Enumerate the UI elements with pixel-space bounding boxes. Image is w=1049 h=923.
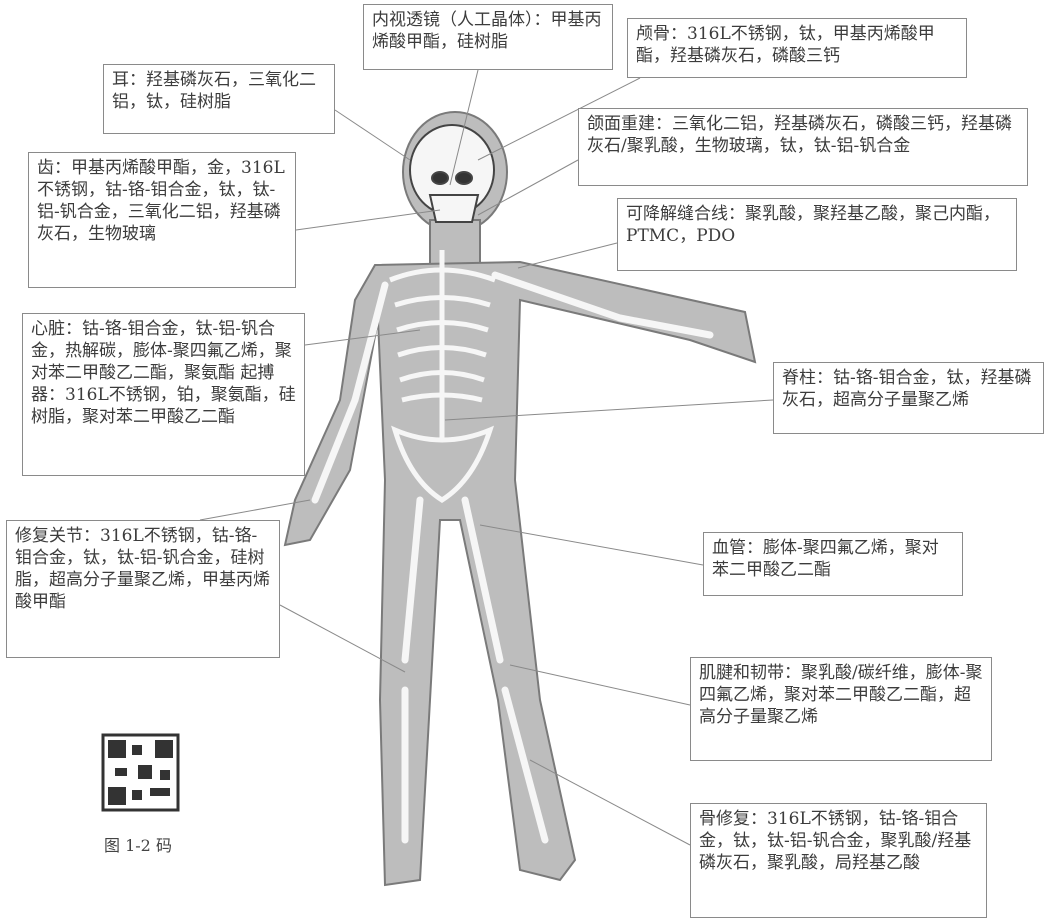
leader-teeth: [296, 210, 440, 230]
label-ear: 耳：羟基磷灰石，三氧化二铝，钛，硅树脂: [103, 64, 335, 134]
label-tendons: 肌腱和韧带：聚乳酸/碳纤维，膨体-聚四氟乙烯，聚对苯二甲酸乙二酯，超高分子量聚乙…: [690, 657, 992, 761]
label-teeth: 齿：甲基丙烯酸甲酯，金，316L不锈钢，钴-铬-钼合金，钛，钛-铝-钒合金，三氧…: [28, 152, 296, 288]
label-heart-pacemaker: 心脏：钴-铬-钼合金，钛-铝-钒合金，热解碳，膨体-聚四氟乙烯，聚对苯二甲酸乙二…: [22, 313, 305, 476]
qr-code: [103, 735, 178, 810]
label-joints: 修复关节：316L不锈钢，钴-铬-钼合金，钛，钛-铝-钒合金，硅树脂，超高分子量…: [6, 520, 280, 658]
label-maxillofacial: 颌面重建：三氧化二铝，羟基磷灰石，磷酸三钙，羟基磷灰石/聚乳酸，生物玻璃，钛，钛…: [578, 108, 1028, 186]
label-spine: 脊柱：钴-铬-钼合金，钛，羟基磷灰石，超高分子量聚乙烯: [773, 362, 1044, 434]
label-suture: 可降解缝合线：聚乳酸，聚羟基乙酸，聚己内酯，PTMC，PDO: [617, 198, 1017, 271]
label-eye: 内视透镜（人工晶体）：甲基丙烯酸甲酯，硅树脂: [363, 4, 613, 70]
qr-caption: 图 1-2 码: [104, 832, 172, 856]
leader-ear: [335, 110, 410, 160]
leader-suture: [518, 243, 617, 268]
label-vessels: 血管：膨体-聚四氟乙烯，聚对苯二甲酸乙二酯: [703, 532, 963, 596]
label-skull: 颅骨：316L不锈钢，钛，甲基丙烯酸甲酯，羟基磷灰石，磷酸三钙: [627, 18, 967, 78]
label-bone: 骨修复：316L不锈钢，钴-铬-钼合金，钛，钛-铝-钒合金，聚乳酸/羟基磷灰石，…: [690, 803, 987, 918]
